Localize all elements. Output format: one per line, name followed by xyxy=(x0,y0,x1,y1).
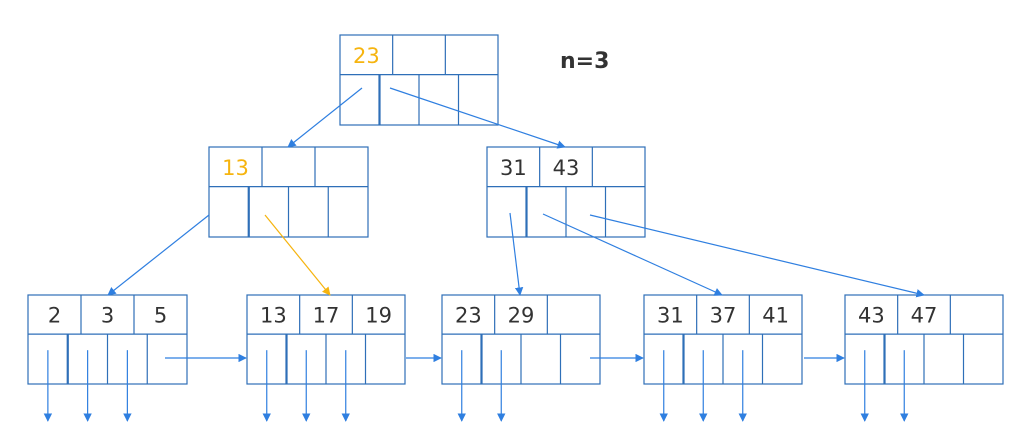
edge-inner-1-to-leaf-2 xyxy=(264,214,331,296)
tree-node-leaf-4: 31 37 41 xyxy=(643,294,803,385)
edge-root-to-inner-1 xyxy=(287,87,363,148)
edge-inner-2-to-leaf-5 xyxy=(589,214,925,298)
node-key: 43 xyxy=(858,304,885,328)
node-key: 13 xyxy=(222,156,249,180)
node-key: 29 xyxy=(508,304,535,328)
edge-inner-2-to-leaf-3 xyxy=(509,212,524,296)
node-key: 41 xyxy=(762,304,789,328)
node-key: 37 xyxy=(710,304,737,328)
order-label: n=3 xyxy=(560,49,610,74)
tree-node-leaf-5: 43 47 xyxy=(844,294,1004,385)
node-key: 23 xyxy=(455,304,482,328)
node-key: 31 xyxy=(657,304,684,328)
edge-inner-2-to-leaf-4 xyxy=(542,213,723,296)
node-key: 19 xyxy=(365,304,392,328)
node-key: 43 xyxy=(553,156,580,180)
node-key: 31 xyxy=(500,156,527,180)
tree-node-leaf-2: 13 17 19 xyxy=(246,294,406,385)
edge-root-to-inner-2 xyxy=(389,87,566,149)
node-key: 3 xyxy=(101,304,114,328)
node-key: 13 xyxy=(260,304,287,328)
tree-node-leaf-1: 2 3 5 xyxy=(27,294,188,385)
node-key: 23 xyxy=(353,44,380,68)
tree-node-leaf-3: 23 29 xyxy=(441,294,601,385)
tree-node-root: 23 xyxy=(339,34,499,126)
node-key: 5 xyxy=(154,304,167,328)
node-key: 2 xyxy=(48,304,61,328)
node-key: 17 xyxy=(313,304,340,328)
edge-inner-1-to-leaf-1 xyxy=(107,214,210,296)
node-key: 47 xyxy=(911,304,938,328)
tree-node-inner-1: 13 xyxy=(208,146,369,238)
